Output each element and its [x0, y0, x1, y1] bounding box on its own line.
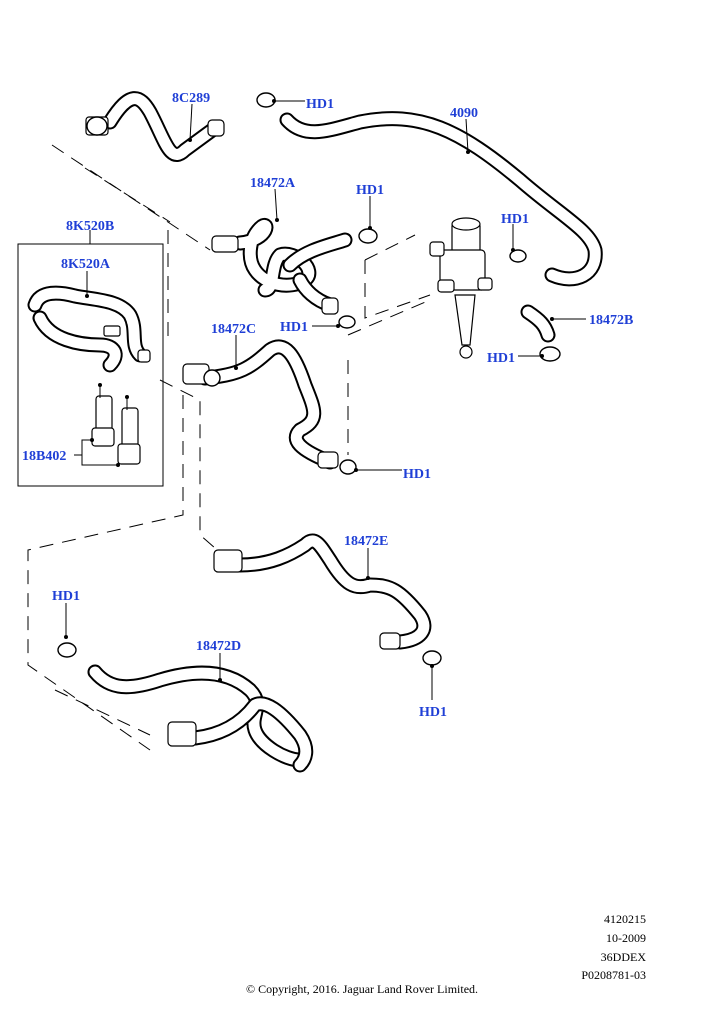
- ref-number: 4120215: [604, 912, 646, 926]
- leader-lines: [64, 99, 586, 700]
- hose-4090: [256, 92, 603, 287]
- ref-code: 36DDEX: [600, 950, 646, 964]
- label-18472e: 18472E: [344, 534, 388, 549]
- detail-connectors-18b402: [91, 395, 141, 465]
- label-hd1-c2: HD1: [403, 467, 431, 482]
- label-18b402: 18B402: [22, 449, 66, 464]
- label-hd1-e: HD1: [419, 705, 447, 720]
- label-8k520b: 8K520B: [66, 219, 114, 234]
- label-hd1-pump: HD1: [501, 212, 529, 227]
- copyright-notice: © Copyright, 2016. Jaguar Land Rover Lim…: [245, 982, 479, 996]
- label-hd1-c: HD1: [280, 320, 308, 335]
- label-18472a: 18472A: [250, 176, 296, 191]
- label-18472d: 18472D: [196, 639, 241, 654]
- callout-labels: 8C289 HD1 4090 18472A HD1 8K520B HD1 8K5…: [22, 91, 633, 720]
- detail-hose-8k520a: [27, 285, 151, 373]
- label-hd1-mid: HD1: [356, 183, 384, 198]
- hose-18472a: [211, 218, 378, 315]
- label-8k520a: 8K520A: [61, 257, 111, 272]
- label-hd1-d: HD1: [52, 589, 80, 604]
- hose-18472b: [509, 249, 561, 362]
- hose-18472e: [213, 533, 442, 666]
- label-18472c: 18472C: [211, 322, 256, 337]
- label-hd1-b: HD1: [487, 351, 515, 366]
- hose-18472c: [182, 315, 357, 475]
- label-8c289: 8C289: [172, 91, 210, 106]
- label-18472b: 18472B: [589, 313, 633, 328]
- label-4090: 4090: [450, 106, 478, 121]
- hose-18472d: [57, 642, 314, 773]
- ref-illustration: P0208781-03: [581, 968, 646, 982]
- hose-8c289: [85, 91, 225, 162]
- assembly-lines: [27, 144, 431, 751]
- label-hd1-top: HD1: [306, 97, 334, 112]
- ref-date: 10-2009: [606, 931, 646, 945]
- pump-assembly: [429, 217, 493, 359]
